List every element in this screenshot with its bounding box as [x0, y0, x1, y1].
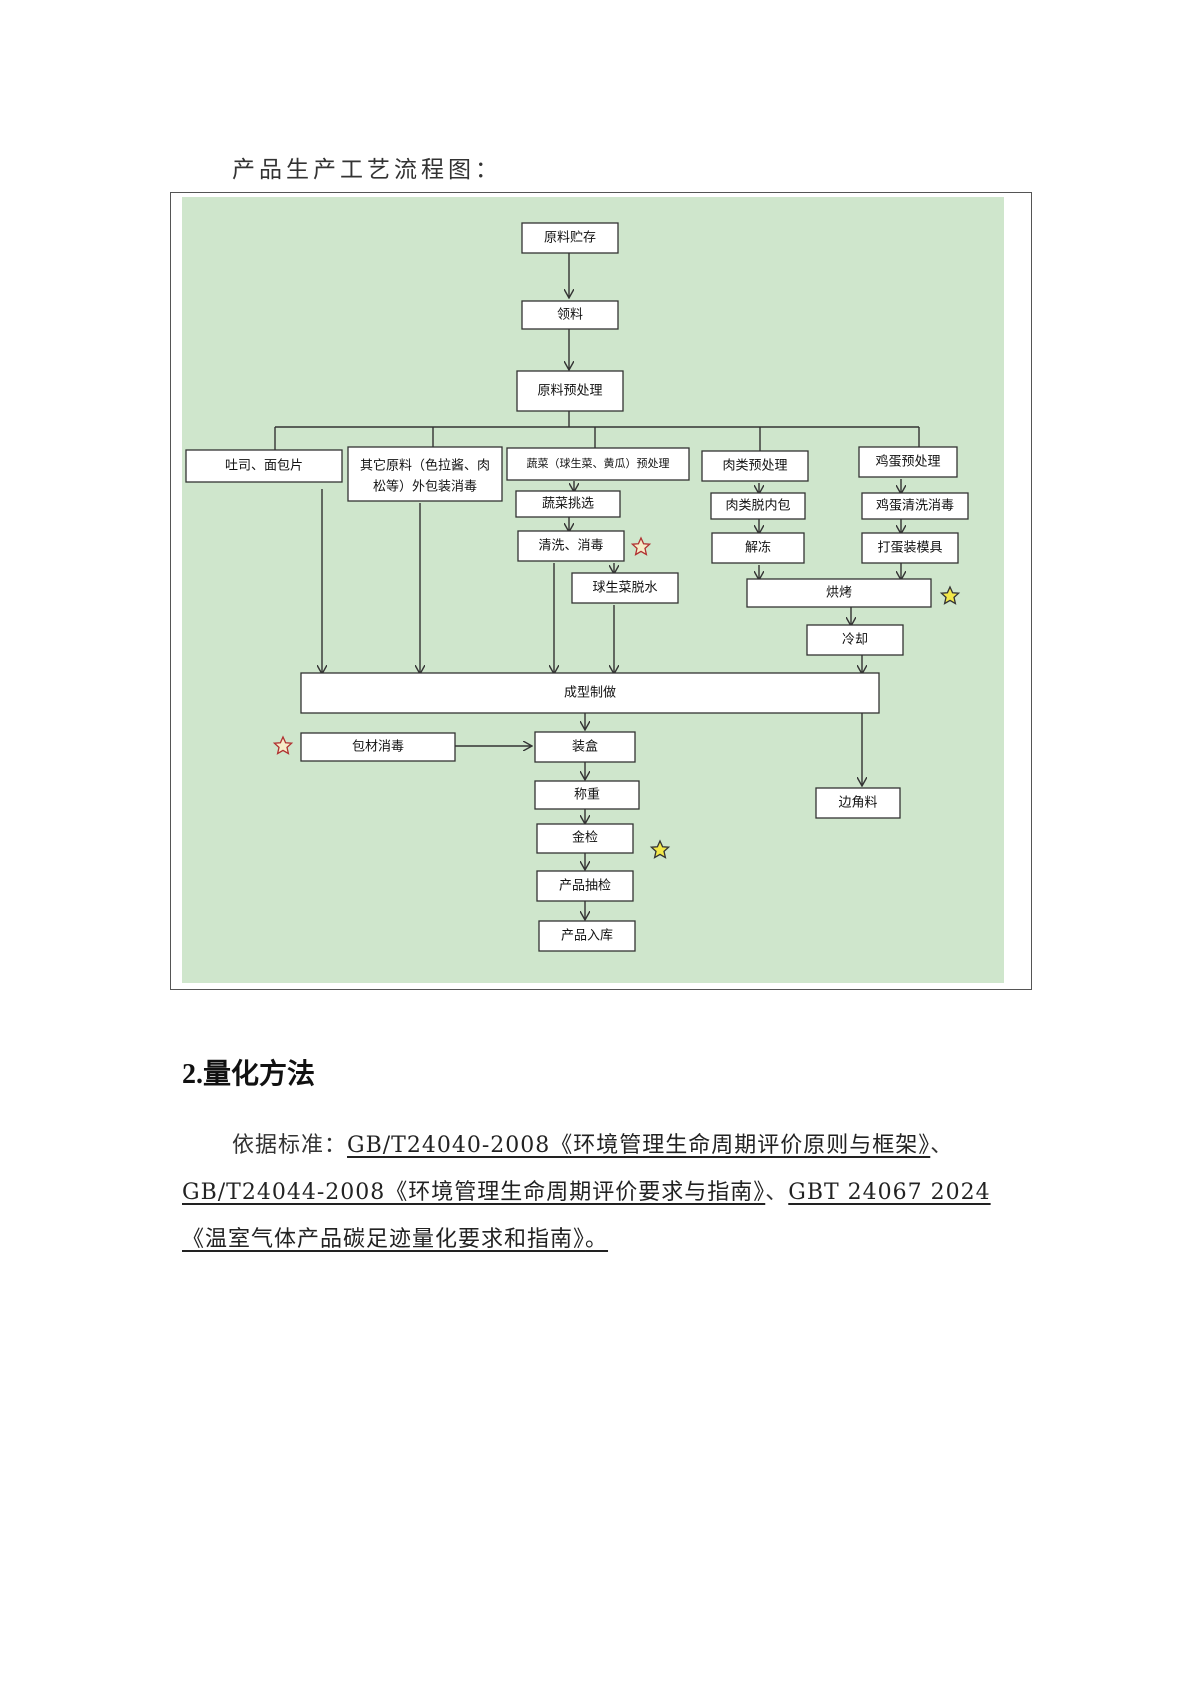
node-wash-label: 清洗、消毒: [538, 539, 603, 554]
node-toast-label: 吐司、面包片: [225, 459, 303, 474]
paragraph-sep-2: 、: [765, 1180, 789, 1205]
node-bake-label: 烘烤: [826, 586, 852, 601]
node-raw-storage: 原料贮存: [521, 222, 619, 254]
node-storage-in: 产品入库: [538, 920, 636, 952]
figure-intro: 产品生产工艺流程图：: [232, 157, 502, 183]
star-icon: [939, 585, 961, 605]
standard-ref-2: GB/T24044-2008《环境管理生命周期评价要求与指南》: [182, 1180, 766, 1205]
node-boxing-label: 装盒: [572, 739, 598, 755]
node-meat-pretreat-label: 肉类预处理: [722, 459, 787, 474]
star-icon: [630, 536, 652, 556]
node-cool: 冷却: [806, 624, 904, 656]
node-other-label-2: 松等）外包装消毒: [373, 479, 477, 495]
flowchart-svg: 原料贮存 领料 原料预处理 吐司、面包片 其它原料（色拉酱、肉 松等）外包装消毒…: [185, 222, 969, 952]
node-bake: 烘烤: [746, 578, 932, 608]
node-toast: 吐司、面包片: [185, 449, 343, 483]
node-raw-storage-label: 原料贮存: [544, 231, 596, 246]
process-flowchart: 原料贮存 领料 原料预处理 吐司、面包片 其它原料（色拉酱、肉 松等）外包装消毒…: [170, 192, 1032, 990]
standard-ref-1: GB/T24040-2008《环境管理生命周期评价原则与框架》: [347, 1133, 931, 1158]
star-icon: [649, 839, 671, 859]
basis-paragraph: 依据标准：GB/T24040-2008《环境管理生命周期评价原则与框架》、GB/…: [182, 1122, 1022, 1263]
paragraph-end: 。: [585, 1227, 609, 1252]
node-pack-disinfect: 包材消毒: [300, 732, 456, 762]
node-lettuce-label: 球生菜脱水: [592, 581, 657, 596]
node-egg-clean-label: 鸡蛋清洗消毒: [876, 498, 954, 514]
node-picking-label: 领料: [557, 308, 583, 323]
star-icon: [272, 735, 294, 755]
node-wash: 清洗、消毒: [517, 530, 625, 562]
section-title: 量化方法: [203, 1057, 316, 1090]
node-pretreat: 原料预处理: [516, 370, 624, 412]
node-weigh: 称重: [534, 780, 640, 810]
node-metal-detect-label: 金检: [572, 830, 598, 846]
node-form-label: 成型制做: [564, 686, 616, 701]
node-metal-detect: 金检: [536, 823, 634, 854]
node-storage-in-label: 产品入库: [561, 928, 613, 944]
node-egg-pretreat: 鸡蛋预处理: [858, 446, 958, 478]
node-boxing: 装盒: [534, 731, 636, 763]
node-scrap-label: 边角料: [838, 796, 877, 811]
node-pretreat-label: 原料预处理: [537, 384, 602, 399]
node-egg-pretreat-label: 鸡蛋预处理: [875, 454, 940, 470]
node-veg-pretreat-label: 蔬菜（球生菜、黄瓜）预处理: [527, 456, 670, 470]
node-picking: 领料: [521, 300, 619, 330]
node-veg-select-label: 蔬菜挑选: [542, 497, 594, 512]
node-egg-clean: 鸡蛋清洗消毒: [861, 492, 969, 520]
node-egg-mold: 打蛋装模具: [861, 532, 959, 564]
node-weigh-label: 称重: [574, 787, 600, 803]
node-other-materials: 其它原料（色拉酱、肉 松等）外包装消毒: [347, 446, 503, 502]
paragraph-lead: 依据标准：: [232, 1133, 348, 1158]
node-form: 成型制做: [300, 672, 880, 714]
section-heading: 2.量化方法: [182, 1052, 315, 1092]
section-number: 2.: [182, 1059, 203, 1090]
node-veg-select: 蔬菜挑选: [515, 490, 621, 518]
node-other-label-1: 其它原料（色拉酱、肉: [360, 458, 490, 474]
node-meat-unpack: 肉类脱内包: [710, 492, 806, 520]
flowchart-edges: [274, 245, 920, 919]
node-thaw: 解冻: [711, 532, 805, 564]
node-lettuce: 球生菜脱水: [571, 572, 679, 604]
node-scrap: 边角料: [815, 787, 901, 819]
node-veg-pretreat: 蔬菜（球生菜、黄瓜）预处理: [506, 447, 690, 481]
node-cool-label: 冷却: [842, 633, 868, 648]
node-thaw-label: 解冻: [745, 540, 771, 556]
node-sample-check: 产品抽检: [536, 870, 634, 902]
standard-ref-3: GBT 24067 2024《温室气体产品碳足迹量化要求和指南》: [182, 1180, 991, 1252]
node-pack-disinfect-label: 包材消毒: [352, 740, 404, 755]
node-meat-pretreat: 肉类预处理: [701, 450, 809, 482]
node-meat-unpack-label: 肉类脱内包: [725, 498, 790, 514]
paragraph-sep-1: 、: [930, 1133, 954, 1158]
node-egg-mold-label: 打蛋装模具: [877, 541, 942, 556]
node-sample-check-label: 产品抽检: [559, 879, 611, 894]
